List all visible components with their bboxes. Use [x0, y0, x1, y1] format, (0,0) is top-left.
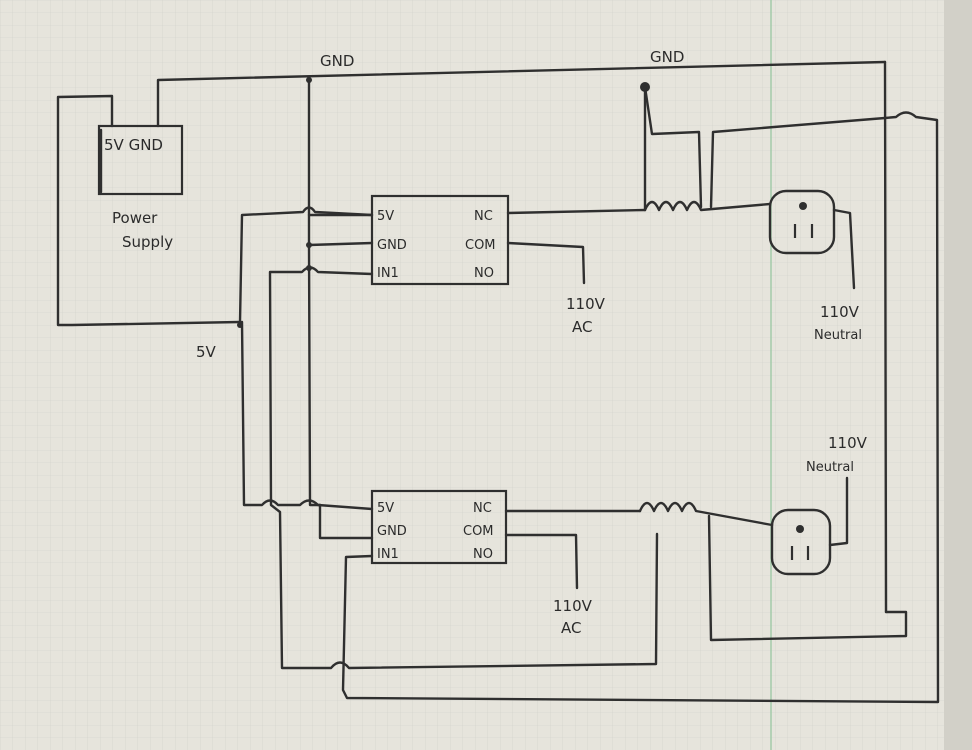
ac-label-top-line2: AC — [572, 318, 592, 336]
ac-label-bottom-line2: AC — [561, 619, 581, 637]
ground-bus-wires — [156, 60, 888, 614]
control-signal-wires — [268, 111, 940, 704]
neutral-label-bottom-line1: 110V — [828, 434, 868, 452]
relay-bottom-pin-no: NO — [473, 547, 493, 562]
load-wiring-top — [506, 85, 772, 285]
outlet-bottom-icon — [770, 476, 849, 576]
relay-module-bottom: 5V GND IN1 NC COM NO — [370, 489, 508, 565]
relay-bottom-pin-com: COM — [463, 524, 494, 539]
gnd-label-right: GND — [650, 48, 684, 66]
ac-label-top-line1: 110V — [566, 295, 606, 313]
paper-right-edge-shadow — [944, 0, 972, 750]
neutral-label-top-line2: Neutral — [814, 328, 862, 343]
relay-bottom-pin-in1: IN1 — [377, 547, 399, 562]
relay-module-top: 5V GND IN1 NC COM NO — [370, 194, 510, 286]
gnd-label-left: GND — [320, 52, 354, 70]
supply-5v-label: 5V — [196, 343, 217, 361]
relay-top-pin-nc: NC — [474, 209, 493, 224]
neutral-label-top-line1: 110V — [820, 303, 860, 321]
neutral-label-bottom-line2: Neutral — [806, 460, 854, 475]
power-supply: 5V GND Power Supply — [97, 124, 184, 251]
power-supply-pins: 5V GND — [104, 136, 163, 154]
relay-bottom-pin-nc: NC — [473, 501, 492, 516]
outlet-top-icon — [768, 189, 856, 290]
relay-top-pin-no: NO — [474, 266, 494, 281]
relay-top-pin-gnd: GND — [377, 238, 407, 253]
relay-bottom-pin-gnd: GND — [377, 524, 407, 539]
power-supply-label-line2: Supply — [122, 233, 173, 251]
relay-top-pin-in1: IN1 — [377, 266, 399, 281]
relay-top-pin-5v: 5V — [377, 209, 394, 224]
ac-label-bottom-line1: 110V — [553, 597, 593, 615]
power-supply-label-line1: Power — [112, 209, 158, 227]
supply-5v-wires — [56, 94, 374, 511]
load-wiring-bottom — [504, 501, 908, 642]
relay-top-pin-com: COM — [465, 238, 496, 253]
relay-bottom-pin-5v: 5V — [377, 501, 394, 516]
